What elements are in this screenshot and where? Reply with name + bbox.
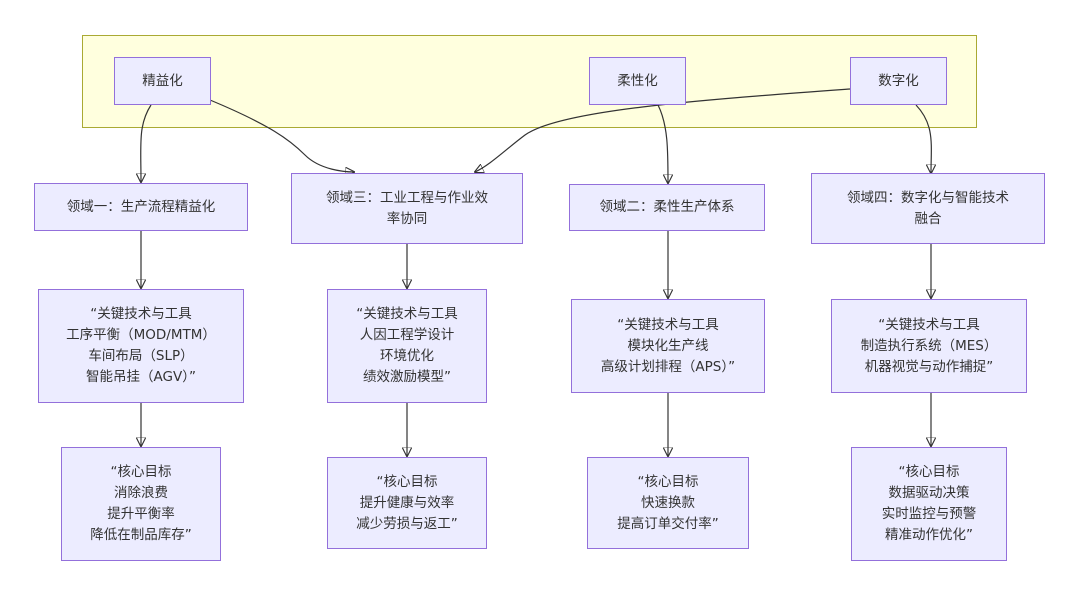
- domain3-title-line: 领域三：工业工程与作业效: [326, 189, 488, 206]
- node-domain4-tools: “关键技术与工具 制造执行系统（MES） 机器视觉与动作捕捉”: [831, 299, 1027, 393]
- tools-line: “关键技术与工具: [878, 316, 980, 333]
- goals-line: 消除浪费: [114, 485, 168, 501]
- edge-digital-to-domain4: [915, 104, 931, 173]
- tools-line: “关键技术与工具: [617, 316, 719, 333]
- node-digital: 数字化: [850, 57, 947, 105]
- edge-lean-to-domain1: [141, 104, 152, 182]
- tools-line: 人因工程学设计: [359, 327, 455, 343]
- node-flexible: 柔性化: [589, 57, 686, 105]
- goals-line: “核心目标: [637, 473, 699, 490]
- tools-line: 高级计划排程（APS）”: [600, 358, 736, 375]
- node-domain1-tools: “关键技术与工具 工序平衡（MOD/MTM） 车间布局（SLP） 智能吊挂（AG…: [38, 289, 244, 403]
- tools-line: 模块化生产线: [627, 337, 709, 354]
- edge-lean-to-domain3: [209, 99, 354, 172]
- node-domain2: 领域二：柔性生产体系: [569, 184, 765, 231]
- goals-line: 提升平衡率: [107, 506, 175, 522]
- domain1-title-line: 领域一：生产流程精益化: [66, 198, 216, 215]
- edge-digital-to-domain3: [475, 88, 851, 172]
- tools-line: 车间布局（SLP）: [88, 348, 194, 364]
- node-domain3-tools: “关键技术与工具 人因工程学设计 环境优化 绩效激励模型”: [327, 289, 487, 403]
- domain3-title-line: 率协同: [386, 210, 428, 227]
- goals-line: 降低在制品库存”: [90, 527, 192, 543]
- goals-line: “核心目标: [898, 464, 960, 480]
- node-digital-label: 数字化: [878, 72, 919, 89]
- node-lean: 精益化: [114, 57, 211, 105]
- node-lean-label: 精益化: [142, 72, 183, 89]
- node-domain1: 领域一：生产流程精益化: [34, 183, 248, 231]
- goals-line: 提升健康与效率: [359, 494, 455, 511]
- tools-line: 制造执行系统（MES）: [860, 337, 998, 354]
- goals-line: 提高订单交付率”: [617, 515, 719, 532]
- tools-line: 智能吊挂（AGV）”: [86, 369, 196, 385]
- node-flexible-label: 柔性化: [617, 72, 658, 89]
- tools-line: “关键技术与工具: [90, 306, 192, 322]
- node-domain4: 领域四：数字化与智能技术 融合: [811, 173, 1045, 244]
- node-domain1-goals: “核心目标 消除浪费 提升平衡率 降低在制品库存”: [61, 447, 221, 561]
- goals-line: 快速换款: [641, 494, 695, 511]
- goals-line: 减少劳损与返工”: [356, 515, 458, 532]
- tools-line: “关键技术与工具: [356, 306, 458, 322]
- node-domain2-goals: “核心目标 快速换款 提高订单交付率”: [587, 457, 749, 549]
- node-domain4-goals: “核心目标 数据驱动决策 实时监控与预警 精准动作优化”: [851, 447, 1007, 561]
- domain4-title-line: 领域四：数字化与智能技术: [847, 189, 1009, 206]
- node-domain3: 领域三：工业工程与作业效 率协同: [291, 173, 523, 244]
- tools-line: 机器视觉与动作捕捉”: [864, 358, 994, 375]
- goals-line: 实时监控与预警: [881, 506, 977, 522]
- goals-line: 数据驱动决策: [888, 485, 970, 501]
- tools-line: 环境优化: [380, 348, 434, 364]
- edge-flexible-to-domain2: [657, 104, 668, 183]
- goals-line: “核心目标: [110, 464, 172, 480]
- domain4-title-line: 融合: [914, 210, 942, 227]
- node-domain2-tools: “关键技术与工具 模块化生产线 高级计划排程（APS）”: [571, 299, 765, 393]
- tools-line: 工序平衡（MOD/MTM）: [66, 327, 216, 343]
- top-cluster: [82, 35, 977, 128]
- tools-line: 绩效激励模型”: [363, 369, 451, 385]
- goals-line: 精准动作优化”: [885, 527, 973, 543]
- node-domain3-goals: “核心目标 提升健康与效率 减少劳损与返工”: [327, 457, 487, 549]
- goals-line: “核心目标: [376, 473, 438, 490]
- domain2-title-line: 领域二：柔性生产体系: [599, 199, 735, 215]
